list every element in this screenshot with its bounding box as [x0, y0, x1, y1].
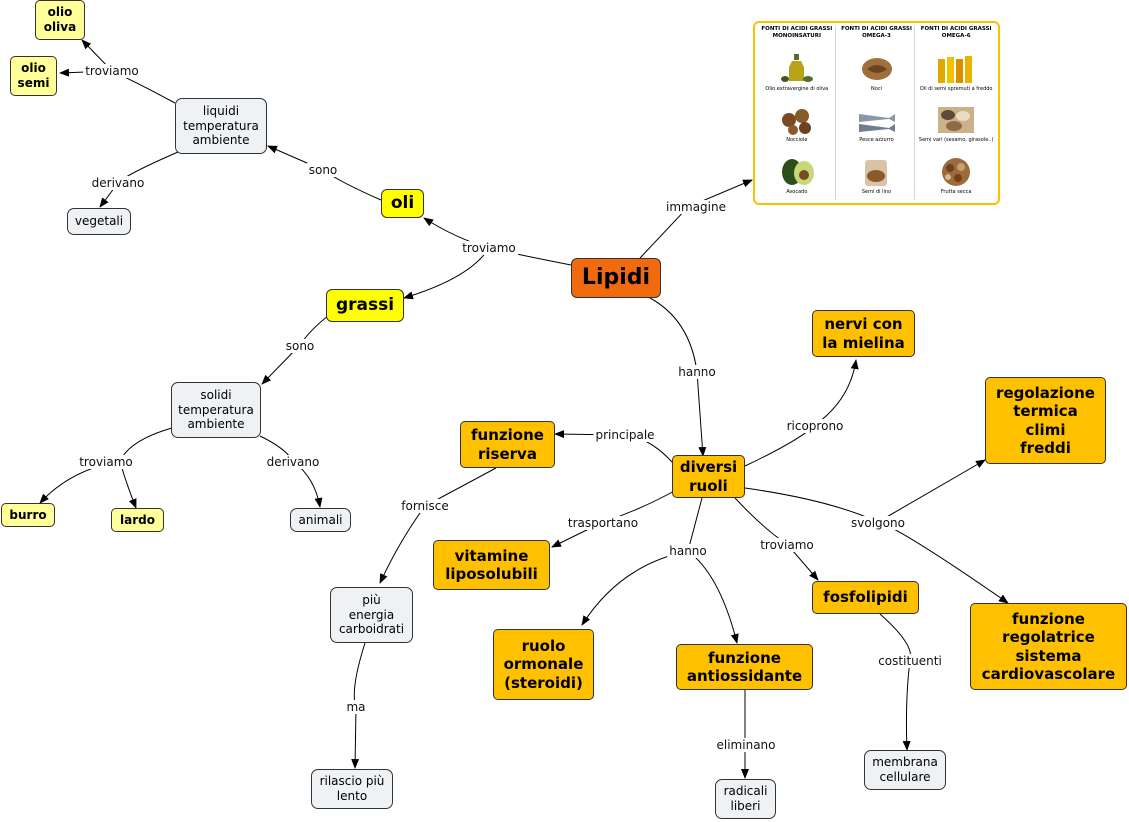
image-item: Semi vari (sesamo, girasole..) — [918, 97, 994, 148]
node-burro[interactable]: burro — [1, 503, 55, 527]
node-vegetali[interactable]: vegetali — [67, 208, 131, 235]
image-column-omega6: FONTI DI ACIDI GRASSI OMEGA-6 Oli di sem… — [918, 26, 994, 200]
dried-fruit-icon — [942, 157, 971, 186]
link-label-ricoprono: ricoprono — [784, 419, 846, 433]
olive-oil-icon — [780, 54, 813, 83]
image-column-omega3: FONTI DI ACIDI GRASSI OMEGA-3 Noci Pesce… — [839, 26, 916, 200]
image-item: Semi di lino — [855, 149, 899, 200]
link-label-derivano: derivano — [89, 176, 147, 190]
link-label-ma: ma — [344, 700, 368, 714]
image-column-header: FONTI DI ACIDI GRASSI OMEGA-6 — [920, 26, 992, 39]
fish-icon — [858, 114, 895, 133]
link-label-hanno: hanno — [667, 544, 709, 558]
node-piu-energia[interactable]: più energia carboidrati — [330, 587, 413, 643]
node-liquidi[interactable]: liquidi temperatura ambiente — [175, 98, 267, 154]
link-label-sono: sono — [306, 163, 340, 177]
node-ruolo-ormonale[interactable]: ruolo ormonale (steroidi) — [493, 629, 594, 700]
link-label-trasportano: trasportano — [565, 516, 641, 530]
image-item: Oli di semi spremuti a freddo — [919, 46, 993, 97]
node-lardo[interactable]: lardo — [111, 508, 164, 532]
image-column-header: FONTI DI ACIDI GRASSI OMEGA-3 — [841, 26, 912, 39]
node-oli[interactable]: oli — [381, 189, 424, 218]
walnuts-icon — [861, 58, 892, 81]
image-item: Frutta secca — [934, 149, 978, 200]
node-rilascio-lento[interactable]: rilascio più lento — [311, 769, 393, 809]
link-label-sono: sono — [283, 339, 317, 353]
link-label-eliminano: eliminano — [714, 738, 778, 752]
link-label-hanno: hanno — [676, 365, 718, 379]
image-item: Pesce azzurro — [855, 97, 899, 148]
node-olio-semi[interactable]: olio semi — [10, 56, 57, 96]
node-diversi-ruoli[interactable]: diversi ruoli — [672, 455, 745, 498]
mixed-seeds-icon — [938, 107, 975, 134]
image-caption: Semi vari (sesamo, girasole..) — [918, 137, 994, 144]
link-label-principale: principale — [593, 428, 657, 442]
node-nervi-mielina[interactable]: nervi con la mielina — [812, 310, 915, 357]
image-item: Olio extravergine di oliva — [765, 46, 828, 97]
node-funzione-riserva[interactable]: funzione riserva — [460, 421, 555, 468]
image-column-header: FONTI DI ACIDI GRASSI MONOINSATURI — [761, 26, 833, 39]
image-caption: Frutta secca — [940, 188, 972, 195]
image-column-monounsaturated: FONTI DI ACIDI GRASSI MONOINSATURI Olio … — [759, 26, 836, 200]
image-caption: Noci — [871, 86, 882, 93]
image-caption: Oli di semi spremuti a freddo — [919, 86, 993, 93]
node-solidi[interactable]: solidi temperatura ambiente — [171, 382, 261, 438]
image-caption: Avocado — [786, 188, 808, 195]
link-label-costituenti: costituenti — [876, 654, 944, 668]
node-lipidi[interactable]: Lipidi — [571, 258, 661, 298]
avocado-icon — [781, 158, 814, 185]
link-label-troviamo: troviamo — [460, 241, 518, 255]
link-label-troviamo: troviamo — [83, 64, 141, 78]
fatty-acid-sources-image[interactable]: FONTI DI ACIDI GRASSI MONOINSATURI Olio … — [753, 21, 1000, 205]
node-funzione-antiossidante[interactable]: funzione antiossidante — [676, 644, 813, 690]
image-item: Nocciole — [775, 97, 819, 148]
image-item: Noci — [855, 46, 899, 97]
node-fosfolipidi[interactable]: fosfolipidi — [812, 581, 919, 614]
node-regolazione-termica[interactable]: regolazione termica climi freddi — [985, 377, 1106, 464]
link-label-svolgono: svolgono — [849, 516, 907, 530]
image-caption: Olio extravergine di oliva — [765, 86, 829, 93]
seed-oils-icon — [938, 56, 973, 84]
node-membrana-cellulare[interactable]: membrana cellulare — [864, 750, 946, 790]
node-animali[interactable]: animali — [290, 508, 351, 532]
image-item: Avocado — [775, 149, 819, 200]
node-olio-oliva[interactable]: olio oliva — [35, 0, 85, 40]
node-funzione-regolatrice[interactable]: funzione regolatrice sistema cardiovasco… — [970, 603, 1127, 690]
hazelnuts-icon — [781, 109, 811, 136]
flax-seeds-icon — [864, 159, 887, 186]
image-caption: Semi di lino — [861, 188, 892, 195]
link-label-troviamo: troviamo — [77, 455, 135, 469]
node-radicali-liberi[interactable]: radicali liberi — [715, 779, 776, 819]
link-label-fornisce: fornisce — [399, 499, 451, 513]
link-label-immagine: immagine — [663, 200, 729, 214]
node-grassi[interactable]: grassi — [326, 289, 404, 322]
link-label-troviamo: troviamo — [758, 538, 816, 552]
node-vitamine-liposolubili[interactable]: vitamine liposolubili — [433, 540, 550, 590]
image-caption: Nocciole — [786, 137, 808, 144]
link-label-derivano: derivano — [264, 455, 322, 469]
image-caption: Pesce azzurro — [859, 137, 894, 144]
